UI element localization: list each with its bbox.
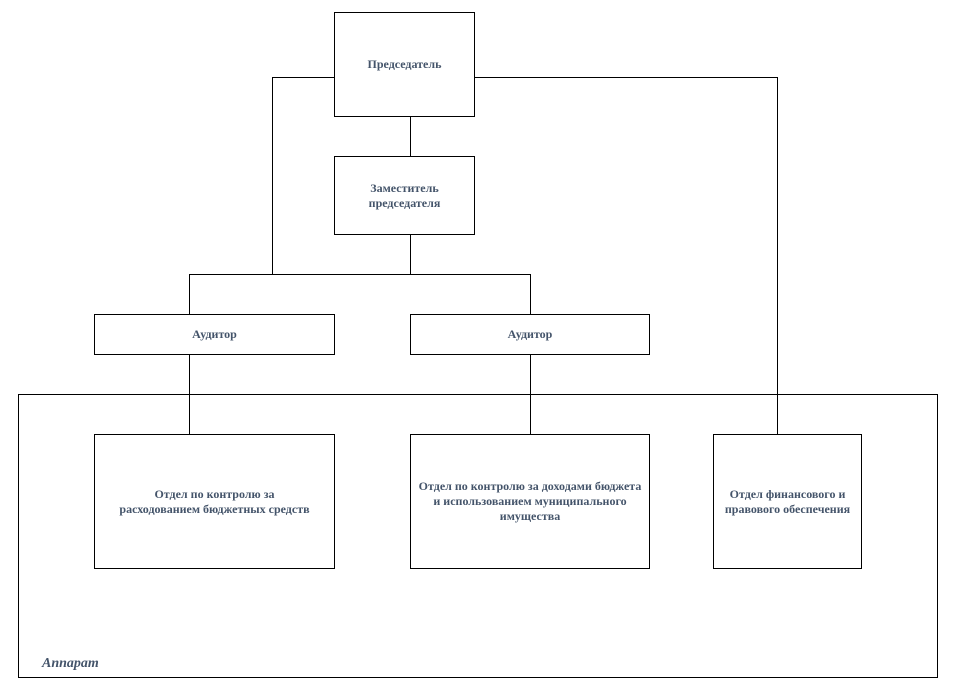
dept-expenses-label: Отдел по контролю за расходованием бюдже… (119, 486, 310, 516)
auditor-right-label: Аудитор (507, 327, 553, 341)
dept-finance-legal-label: Отдел финансового и правового обеспечени… (724, 486, 851, 516)
deputy-label: Заместитель председателя (368, 180, 441, 210)
auditor-left-node: Аудитор (94, 314, 335, 355)
apparatus-group-label: Аппарат (42, 656, 99, 671)
connector-chairman-left-branch (272, 77, 334, 274)
dept-expenses-node: Отдел по контролю за расходованием бюдже… (94, 434, 335, 569)
connector-chairman-right-branch (474, 77, 778, 434)
deputy-node: Заместитель председателя (334, 156, 475, 235)
dept-finance-legal-node: Отдел финансового и правового обеспечени… (713, 434, 862, 569)
chairman-label: Председатель (367, 57, 442, 71)
dept-revenues-label: Отдел по контролю за доходами бюджета и … (418, 479, 642, 523)
chairman-node: Председатель (334, 12, 475, 117)
auditor-left-label: Аудитор (192, 327, 237, 341)
dept-revenues-node: Отдел по контролю за доходами бюджета и … (410, 434, 650, 569)
auditor-right-node: Аудитор (410, 314, 650, 355)
